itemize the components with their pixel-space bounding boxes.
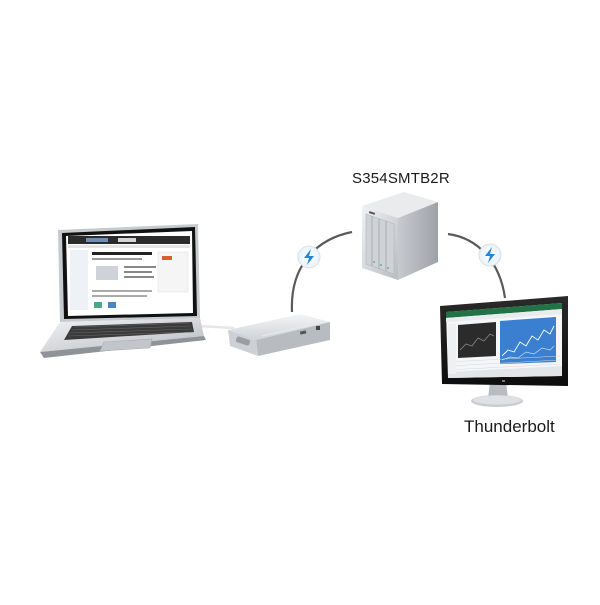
thunderbolt-icon	[297, 245, 321, 269]
cable-enclosure-to-monitor	[447, 232, 507, 299]
enclosure-model-label: S354SMTB2R	[352, 170, 450, 187]
storage-enclosure	[362, 192, 438, 280]
thunderbolt-icon	[478, 243, 502, 267]
cable-dock-to-enclosure	[290, 230, 353, 313]
cable-laptop-to-dock	[197, 324, 235, 330]
thunderbolt-dock	[228, 314, 330, 356]
monitor	[440, 296, 568, 407]
display-connection-label: Thunderbolt	[464, 417, 555, 436]
laptop	[40, 224, 206, 358]
